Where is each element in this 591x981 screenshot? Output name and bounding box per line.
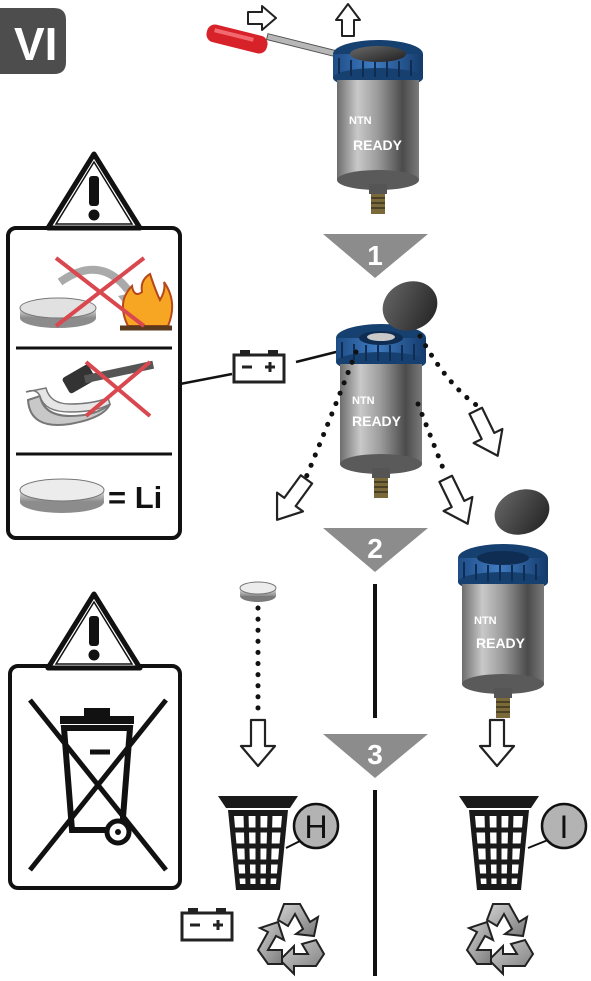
crossed-out-wheelie-bin-icon xyxy=(28,698,168,872)
coin-cell-lithium-icon xyxy=(19,478,105,513)
no-fire-icon xyxy=(19,256,174,331)
arrow-to-unit-icon xyxy=(438,474,474,525)
brand-label: NTN xyxy=(349,115,372,127)
up-arrow-icon xyxy=(335,3,361,37)
coin-cell-icon xyxy=(239,581,277,602)
product-label: READY xyxy=(353,137,403,153)
dotted-paths xyxy=(255,333,487,715)
lubricator-unit-right: NTN READY xyxy=(457,543,549,719)
battery-icon xyxy=(232,348,286,384)
disposal-warning-panel xyxy=(8,594,182,890)
step-2-number: 2 xyxy=(367,533,383,564)
lid-icon-2 xyxy=(494,489,550,535)
lubricator-unit-top: NTN READY xyxy=(332,39,424,215)
step-3-marker: 3 xyxy=(323,734,428,778)
step-1-marker: 1 xyxy=(323,234,428,278)
bin-label-h: H xyxy=(285,802,340,850)
recycle-icon xyxy=(257,903,325,975)
waste-basket-icon-2 xyxy=(459,796,539,890)
arrow-to-coin-icon xyxy=(275,474,314,521)
battery-recycle-icon xyxy=(180,906,234,942)
arrow-down-icon xyxy=(239,718,277,768)
screwdriver-icon xyxy=(206,24,353,61)
lubricator-unit-open: NTN READY xyxy=(335,323,427,499)
brand-label: NTN xyxy=(474,615,497,627)
arrow-down-icon-2 xyxy=(478,718,516,768)
brand-label: NTN xyxy=(352,395,375,407)
bin-label-i-text: I xyxy=(560,809,569,845)
lithium-label: = Li xyxy=(108,480,162,515)
product-label: READY xyxy=(476,635,526,651)
warning-triangle-icon xyxy=(48,154,140,228)
step-1-number: 1 xyxy=(367,240,383,271)
warning-triangle-icon-2 xyxy=(48,594,140,668)
step-2-marker: 2 xyxy=(323,528,428,572)
section-badge: VI xyxy=(0,8,66,74)
no-hammer-icon xyxy=(25,360,155,426)
step-3-number: 3 xyxy=(367,739,383,770)
bin-label-i: I xyxy=(527,802,588,850)
waste-basket-icon xyxy=(218,796,298,890)
lid-icon xyxy=(382,281,438,331)
bin-label-h-text: H xyxy=(304,809,327,845)
connector-line xyxy=(179,372,233,386)
section-badge-label: VI xyxy=(14,18,57,70)
recycle-icon-2 xyxy=(466,903,534,975)
arrow-to-lid-icon xyxy=(468,406,504,457)
right-arrow-icon xyxy=(247,5,277,31)
battery-warning-panel: = Li xyxy=(6,154,182,540)
product-label: READY xyxy=(352,413,402,429)
